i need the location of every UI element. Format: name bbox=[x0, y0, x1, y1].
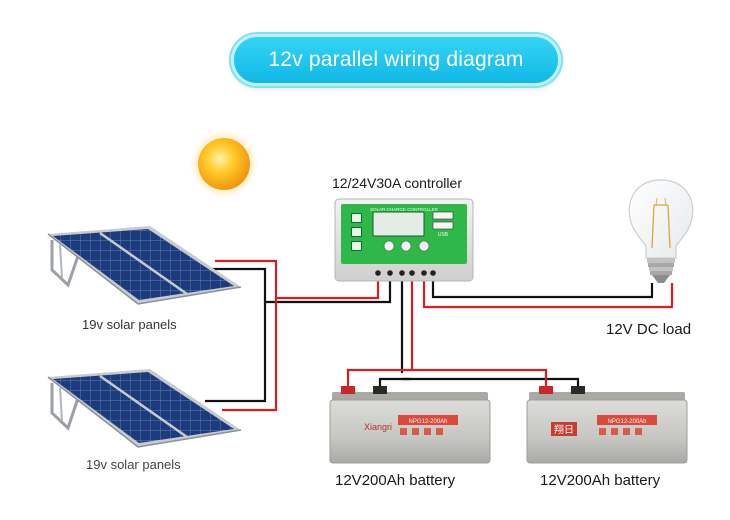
sun-icon bbox=[190, 130, 258, 198]
solar-panel-top-label: 19v solar panels bbox=[82, 317, 177, 332]
solar-panel-top bbox=[47, 226, 242, 305]
battery-right-brand: 翔日 bbox=[554, 423, 574, 436]
battery-left-label: 12V200Ah battery bbox=[335, 472, 456, 489]
title-banner: 12v parallel wiring diagram bbox=[231, 34, 561, 86]
wiring bbox=[205, 259, 674, 412]
load-label: 12V DC load bbox=[606, 321, 692, 338]
controller-label: 12/24V30A controller bbox=[332, 175, 462, 191]
controller-header-text: SOLAR CHARGE CONTROLLER bbox=[370, 207, 439, 212]
battery-right-label: 12V200Ah battery bbox=[540, 472, 661, 489]
battery-right-model: NPG12-200Ah bbox=[607, 419, 646, 425]
battery-right: 翔日 NPG12-200Ah bbox=[526, 386, 688, 464]
page-title: 12v parallel wiring diagram bbox=[268, 48, 524, 71]
solar-panel-bottom bbox=[47, 369, 242, 448]
charge-controller: SOLAR CHARGE CONTROLLER USB bbox=[334, 198, 474, 282]
light-bulb-icon bbox=[628, 179, 694, 283]
battery-left: Xiangri NPG12-200Ah bbox=[329, 386, 491, 464]
battery-left-brand: Xiangri bbox=[364, 422, 392, 432]
controller-usb-text: USB bbox=[438, 232, 449, 238]
solar-panel-bottom-label: 19v solar panels bbox=[86, 457, 181, 472]
battery-left-model: NPG12-200Ah bbox=[408, 419, 447, 425]
